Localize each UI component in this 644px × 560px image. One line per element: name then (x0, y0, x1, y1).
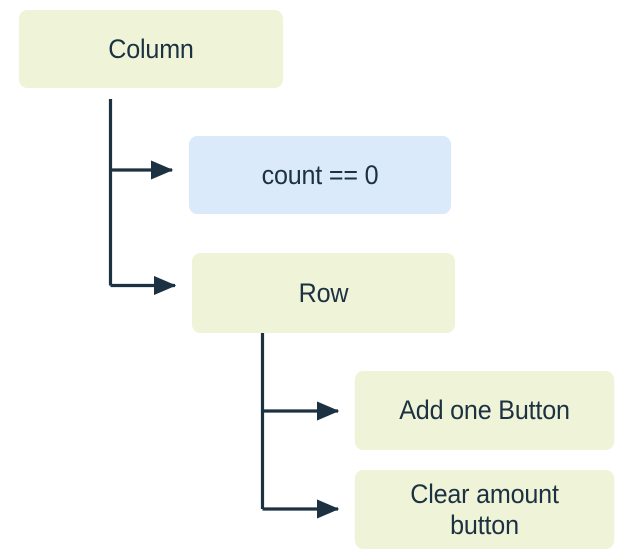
node-row-label: Row (298, 277, 349, 308)
node-condition[interactable]: count == 0 (188, 136, 452, 214)
node-row[interactable]: Row (191, 253, 456, 333)
node-add-one-button-label: Add one Button (399, 395, 570, 426)
edge-row-to-clear-amount-button (260, 411, 340, 519)
node-condition-label: count == 0 (261, 159, 379, 190)
node-add-one-button[interactable]: Add one Button (354, 371, 615, 450)
edge-row-to-add-one-button (260, 333, 340, 421)
node-column[interactable]: Column (18, 10, 284, 88)
edge-column-to-row (108, 170, 177, 296)
edge-column-to-condition (108, 99, 174, 180)
node-column-label: Column (108, 33, 194, 64)
